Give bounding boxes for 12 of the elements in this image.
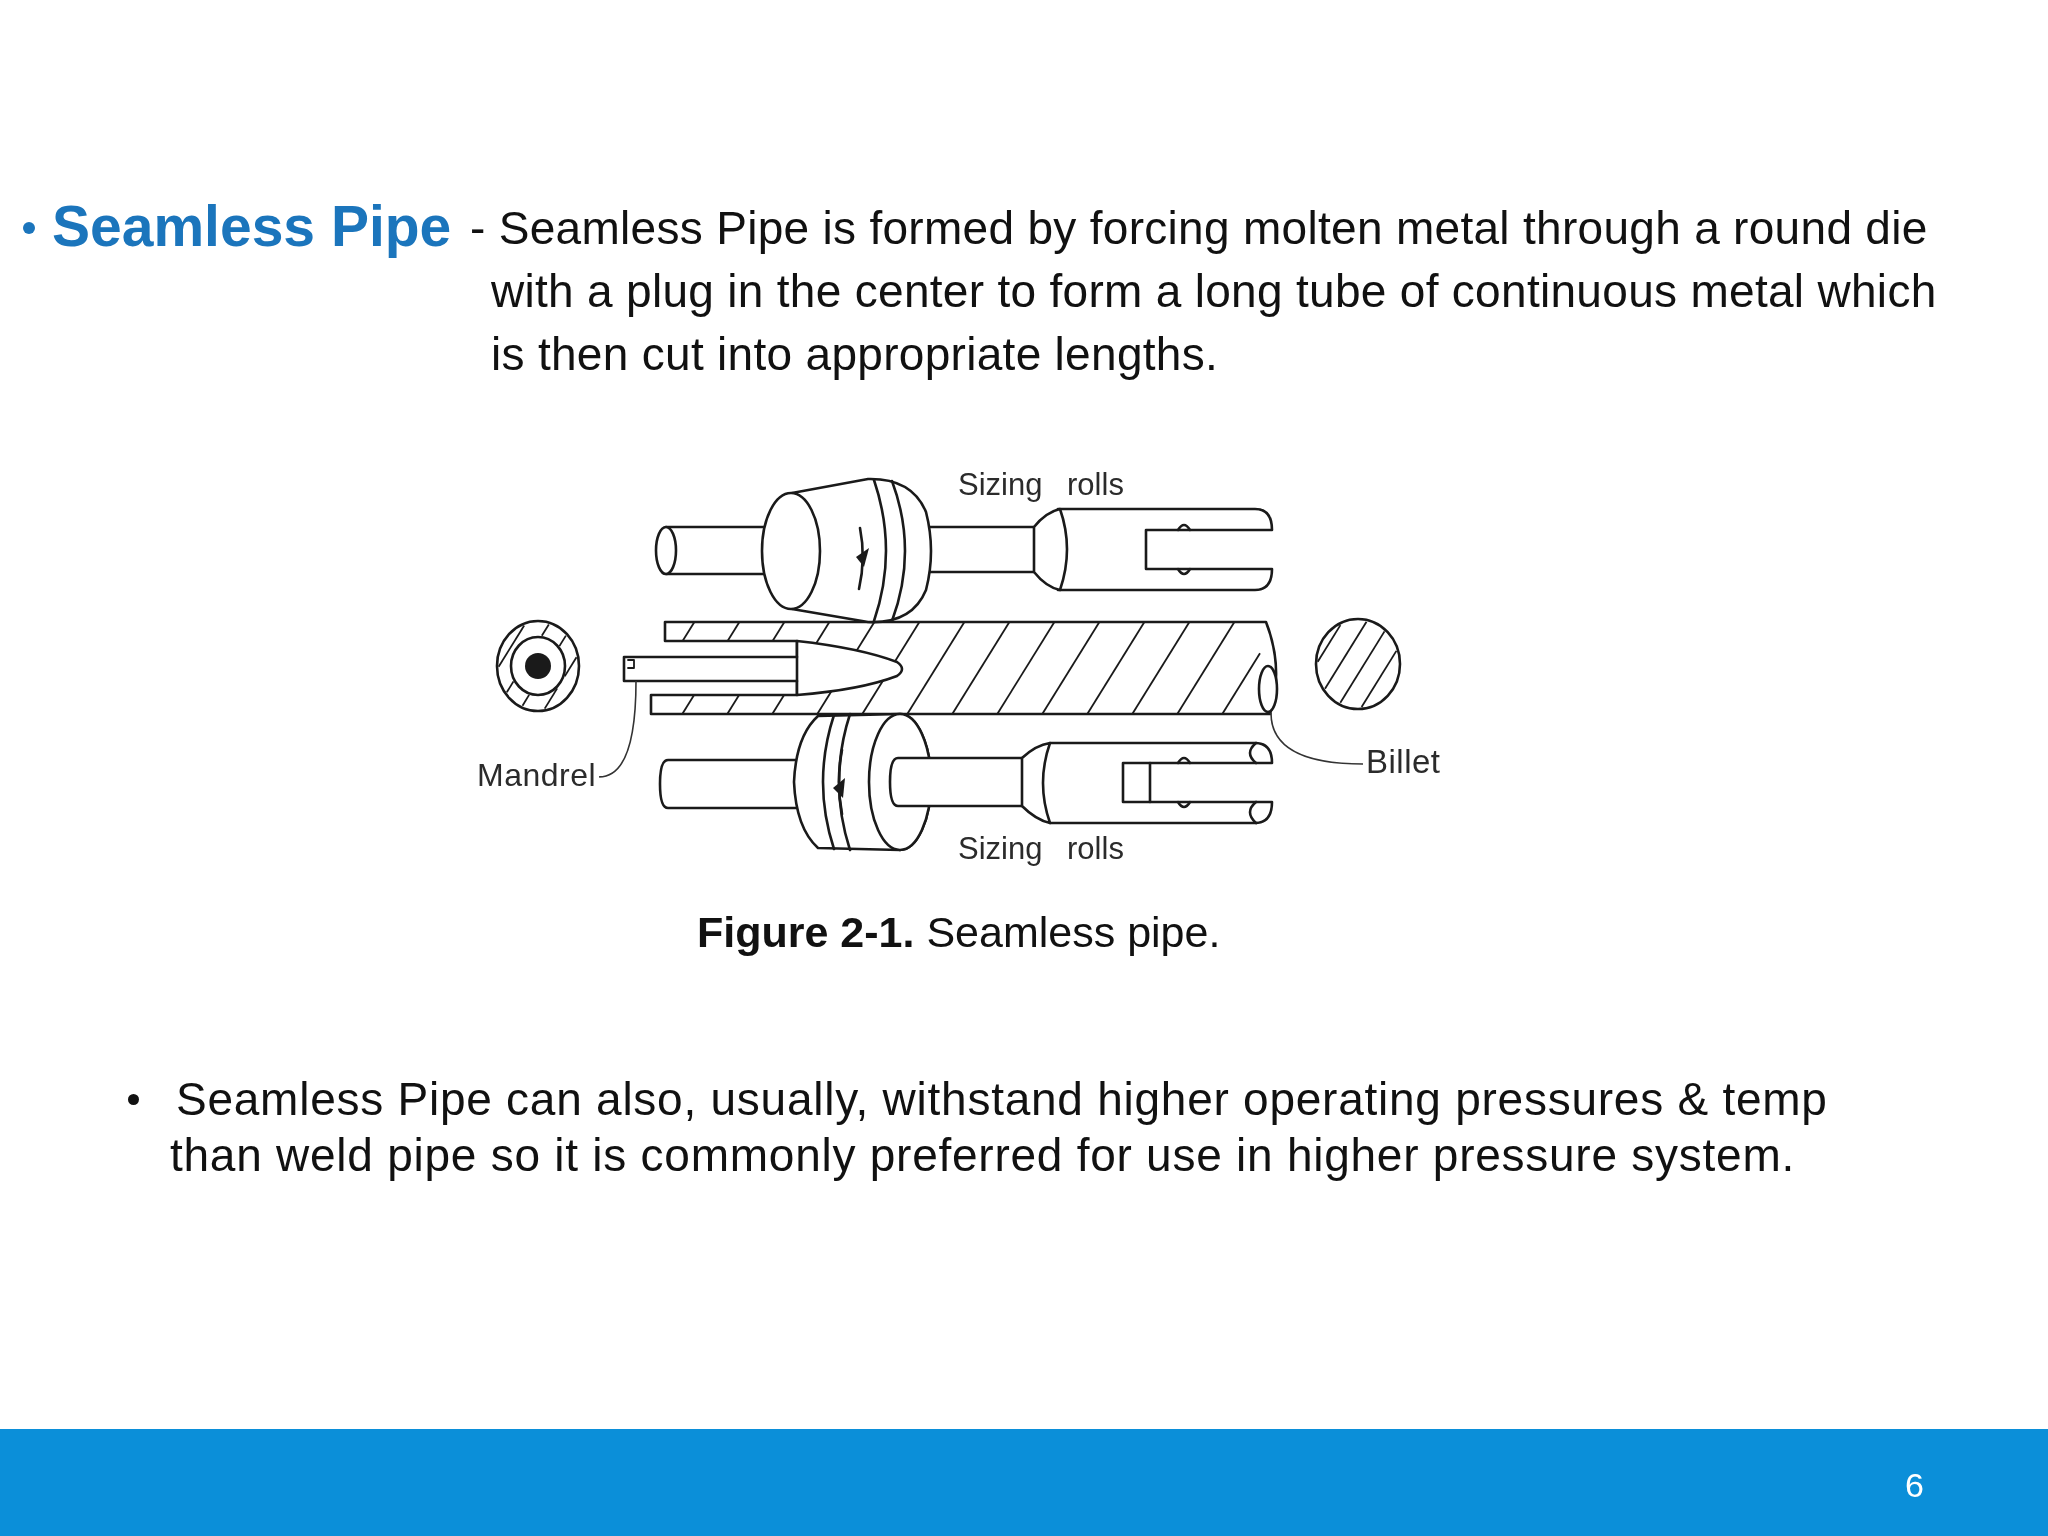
leader-line xyxy=(1270,712,1364,765)
part-label: Billet xyxy=(1366,742,1441,782)
slide-title: Seamless Pipe xyxy=(52,193,452,259)
part-label: Sizing rolls xyxy=(958,466,1124,503)
page-number: 6 xyxy=(1905,1465,1924,1506)
part-label: Mandrel xyxy=(477,756,597,794)
figure-caption: Figure 2-1. Seamless pipe. xyxy=(697,907,1221,957)
mandrel xyxy=(622,639,904,697)
bullet-text: Seamless Pipe can also, usually, withstand higher operating pressures & temp than weld pipe so it is commonly preferred for use in higher pressure system. xyxy=(170,1072,1829,1183)
part-label: Sizing rolls xyxy=(958,830,1124,867)
leader-line xyxy=(598,680,637,778)
description-text: - Seamless Pipe is formed by forcing molten metal through a round die with a plug in the center to form a long tube of continuous metal which is then cut into appropriate lengths. xyxy=(470,201,1938,382)
